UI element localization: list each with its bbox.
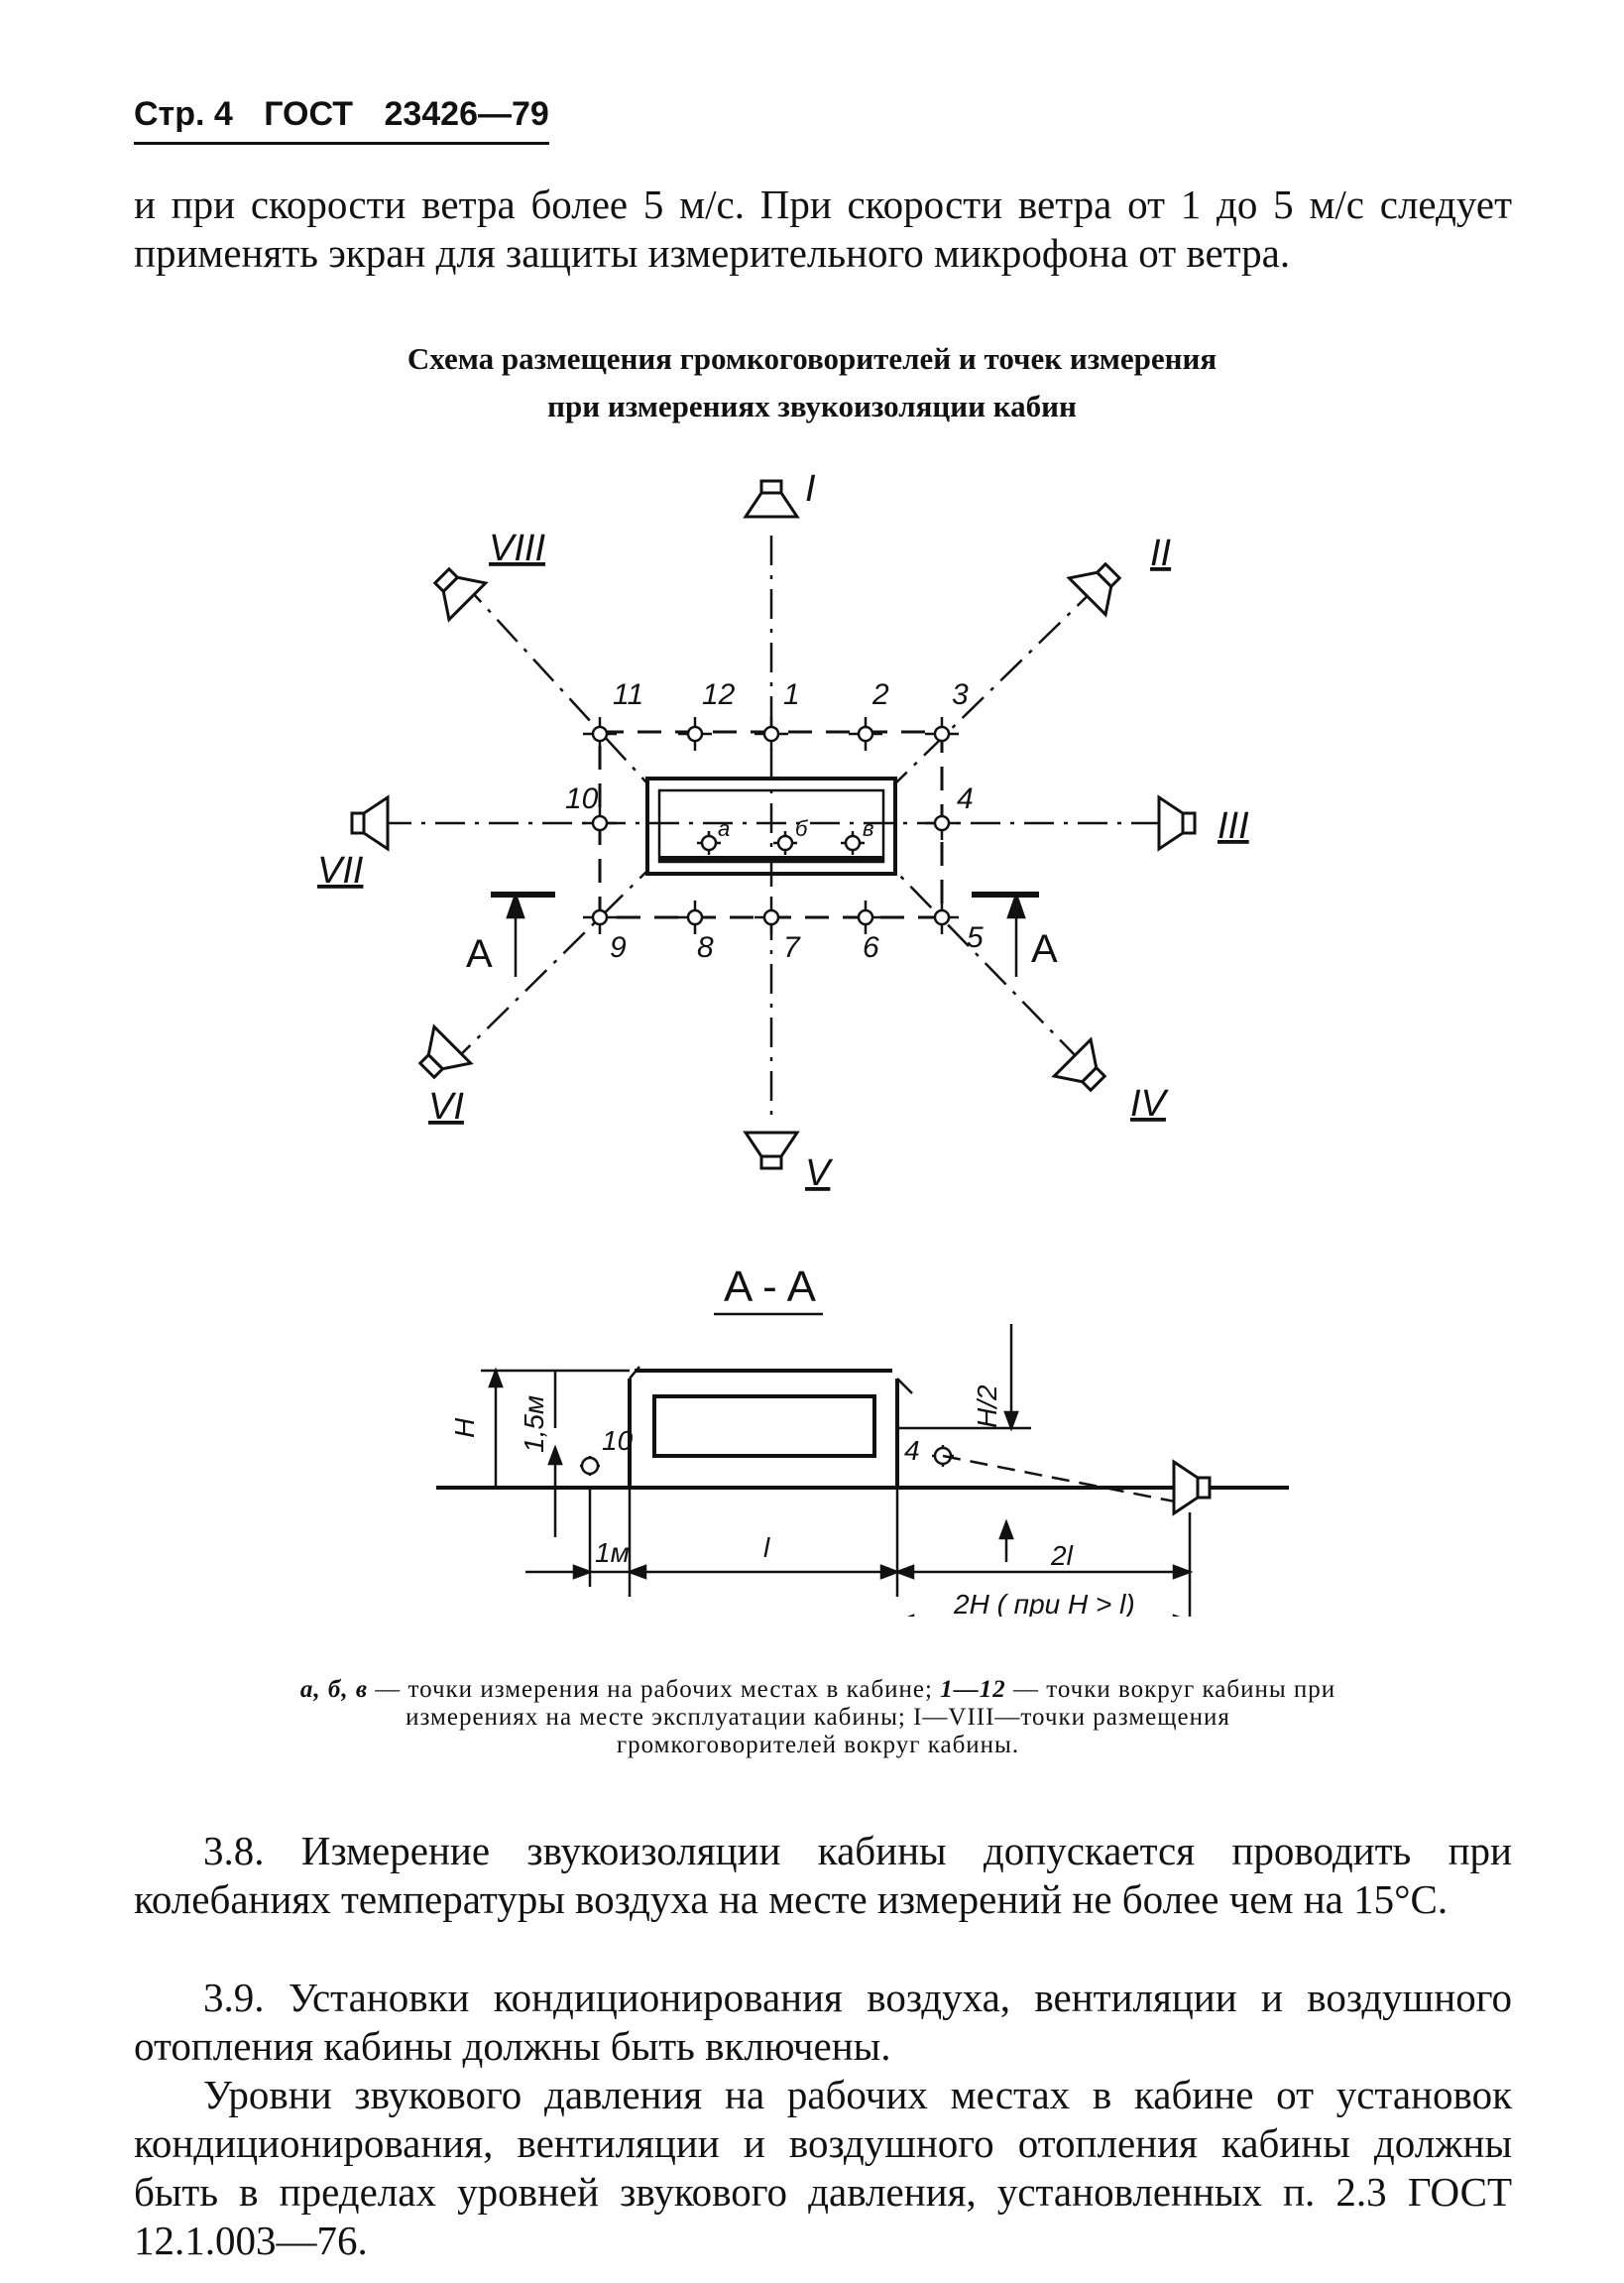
seat-label-b: б (795, 816, 809, 841)
section-title: A - A (724, 1262, 817, 1311)
point-7 (754, 901, 788, 934)
label-H: H (449, 1417, 480, 1438)
caption-seat-points: а, б, в (299, 1676, 369, 1703)
caption-seat-desc: — точки измерения на рабочих местах в ка… (368, 1676, 941, 1703)
point-3 (925, 717, 959, 751)
page-header: Стр. 4 ГОСТ 23426—79 (134, 95, 549, 145)
figure-title-line2: при измерениях звукоизоляции кабин (547, 389, 1077, 423)
standard-label: ГОСТ (264, 95, 353, 133)
section-mark-right: A (1031, 927, 1058, 971)
point-label-10: 10 (565, 782, 599, 815)
point-11 (583, 717, 617, 751)
point-label-8: 8 (697, 931, 714, 964)
plan-diagram: I II III IV V VI VII VIII 1 2 3 4 5 6 7 … (317, 468, 1249, 1194)
label-2l: 2l (1050, 1540, 1074, 1571)
speaker-IV-icon (1051, 1036, 1107, 1093)
point-label-4: 4 (957, 782, 974, 815)
point-6 (849, 901, 882, 934)
speaker-VI-icon (417, 1023, 474, 1080)
paragraph-levels: Уровни звукового давления на рабочих мес… (134, 2072, 1512, 2263)
point-5 (925, 901, 959, 934)
speaker-label-V: V (805, 1152, 834, 1194)
point-label-2: 2 (871, 678, 889, 711)
speaker-I-icon (743, 479, 800, 519)
paragraph-3-8: 3.8. Измерение звукоизоляции кабины допу… (134, 1828, 1512, 1922)
page-number: Стр. 4 (134, 95, 233, 133)
seat-label-v: в (863, 816, 873, 841)
label-1-5m: 1,5м (519, 1395, 549, 1453)
speaker-label-IV: IV (1130, 1083, 1170, 1125)
label-H2: H/2 (972, 1384, 1002, 1428)
seat-point-v (841, 831, 865, 855)
point-12 (678, 717, 712, 751)
seat-point-a (697, 831, 721, 855)
section-diagram: A - A (436, 1262, 1289, 1617)
speaker-label-III: III (1218, 805, 1249, 847)
label-point-4: 4 (904, 1435, 920, 1466)
point-label-7: 7 (783, 931, 801, 964)
seat-label-a: а (718, 816, 730, 841)
point-1 (754, 717, 788, 751)
point-label-3: 3 (952, 678, 969, 711)
speaker-label-VIII: VIII (489, 528, 545, 569)
speaker-V-icon (743, 1131, 800, 1170)
point-label-11: 11 (613, 678, 643, 711)
speaker-VII-icon (350, 794, 390, 852)
point-2 (849, 717, 882, 751)
section-speaker-icon (1172, 1459, 1212, 1516)
figure-caption: а, б, в — точки измерения на рабочих мес… (297, 1676, 1338, 1759)
standard-number: 23426—79 (384, 95, 549, 133)
point-8 (678, 901, 712, 934)
label-l: l (763, 1532, 770, 1563)
speaker-label-I: I (805, 468, 816, 510)
point-9 (583, 901, 617, 934)
label-1m: 1м (595, 1537, 630, 1568)
point-label-1: 1 (783, 678, 800, 711)
seat-point-b (773, 831, 797, 855)
figure-title-line1: Схема размещения громкоговорителей и точ… (406, 341, 1218, 376)
speaker-II-icon (1066, 561, 1122, 618)
intro-paragraph: и при скорости ветра более 5 м/с. При ск… (134, 181, 1512, 276)
label-point-10: 10 (602, 1425, 634, 1456)
speaker-label-VI: VI (428, 1086, 464, 1128)
point-label-9: 9 (610, 931, 627, 964)
label-2H: 2H ( при H > l) (953, 1589, 1135, 1617)
speaker-label-II: II (1150, 533, 1172, 574)
section-mark-left: A (466, 932, 493, 976)
point-label-12: 12 (702, 678, 736, 711)
point-4 (925, 806, 959, 840)
speaker-label-VII: VII (317, 850, 364, 892)
point-label-6: 6 (863, 931, 879, 964)
caption-points-range: 1—12 (940, 1676, 1006, 1703)
paragraph-3-9: 3.9. Установки кондиционирования воздуха… (134, 1975, 1512, 2069)
speaker-VIII-icon (432, 566, 489, 623)
speaker-III-icon (1157, 794, 1197, 852)
caption-rest: — точки вокруг кабины при измерениях на … (406, 1676, 1336, 1758)
point-label-5: 5 (967, 921, 984, 954)
point-10 (583, 806, 617, 840)
